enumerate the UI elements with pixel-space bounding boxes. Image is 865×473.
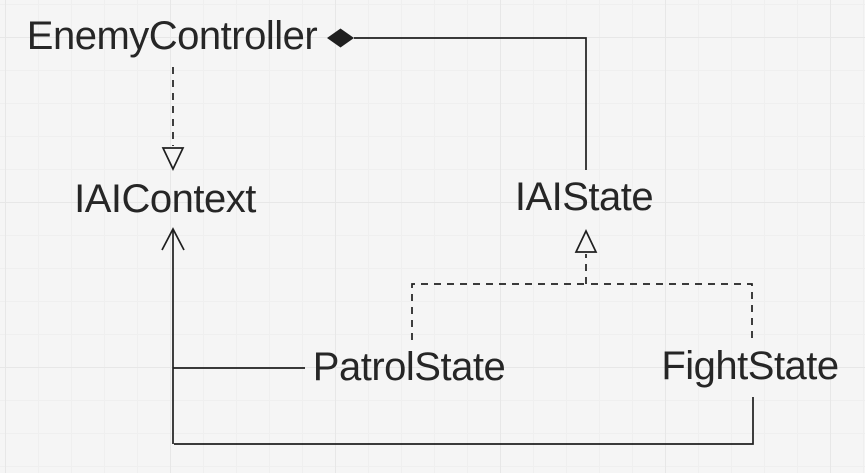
hollow-triangle-up-icon [574, 229, 598, 253]
realization-line-fight[interactable] [587, 283, 753, 338]
edge-realization-fightstate-iaistate[interactable] [587, 283, 753, 338]
association-line-fight[interactable] [174, 397, 754, 445]
edge-realization-patrolstate-iaistate[interactable] [411, 283, 585, 340]
filled-diamond-icon [327, 28, 354, 48]
node-label-iaicontext[interactable]: IAIContext [74, 177, 256, 221]
edge-dependency-enemycontroller-iaicontext[interactable] [161, 67, 185, 171]
node-label-iaistate[interactable]: IAIState [514, 175, 654, 219]
association-shared-arrow[interactable] [161, 227, 185, 444]
node-label-fightstate[interactable]: FightState [661, 344, 839, 388]
composition-line[interactable] [354, 37, 587, 170]
realization-shared-arrow[interactable] [574, 229, 598, 284]
open-arrow-up-icon [161, 227, 185, 251]
node-label-patrolstate[interactable]: PatrolState [312, 345, 506, 389]
edge-composition-enemycontroller-iaistate[interactable] [327, 28, 587, 171]
edge-association-fightstate-iaicontext[interactable] [174, 397, 754, 445]
node-label-enemycontroller[interactable]: EnemyController [26, 14, 318, 58]
hollow-triangle-down-icon [161, 147, 185, 171]
realization-line-patrol[interactable] [411, 283, 585, 340]
